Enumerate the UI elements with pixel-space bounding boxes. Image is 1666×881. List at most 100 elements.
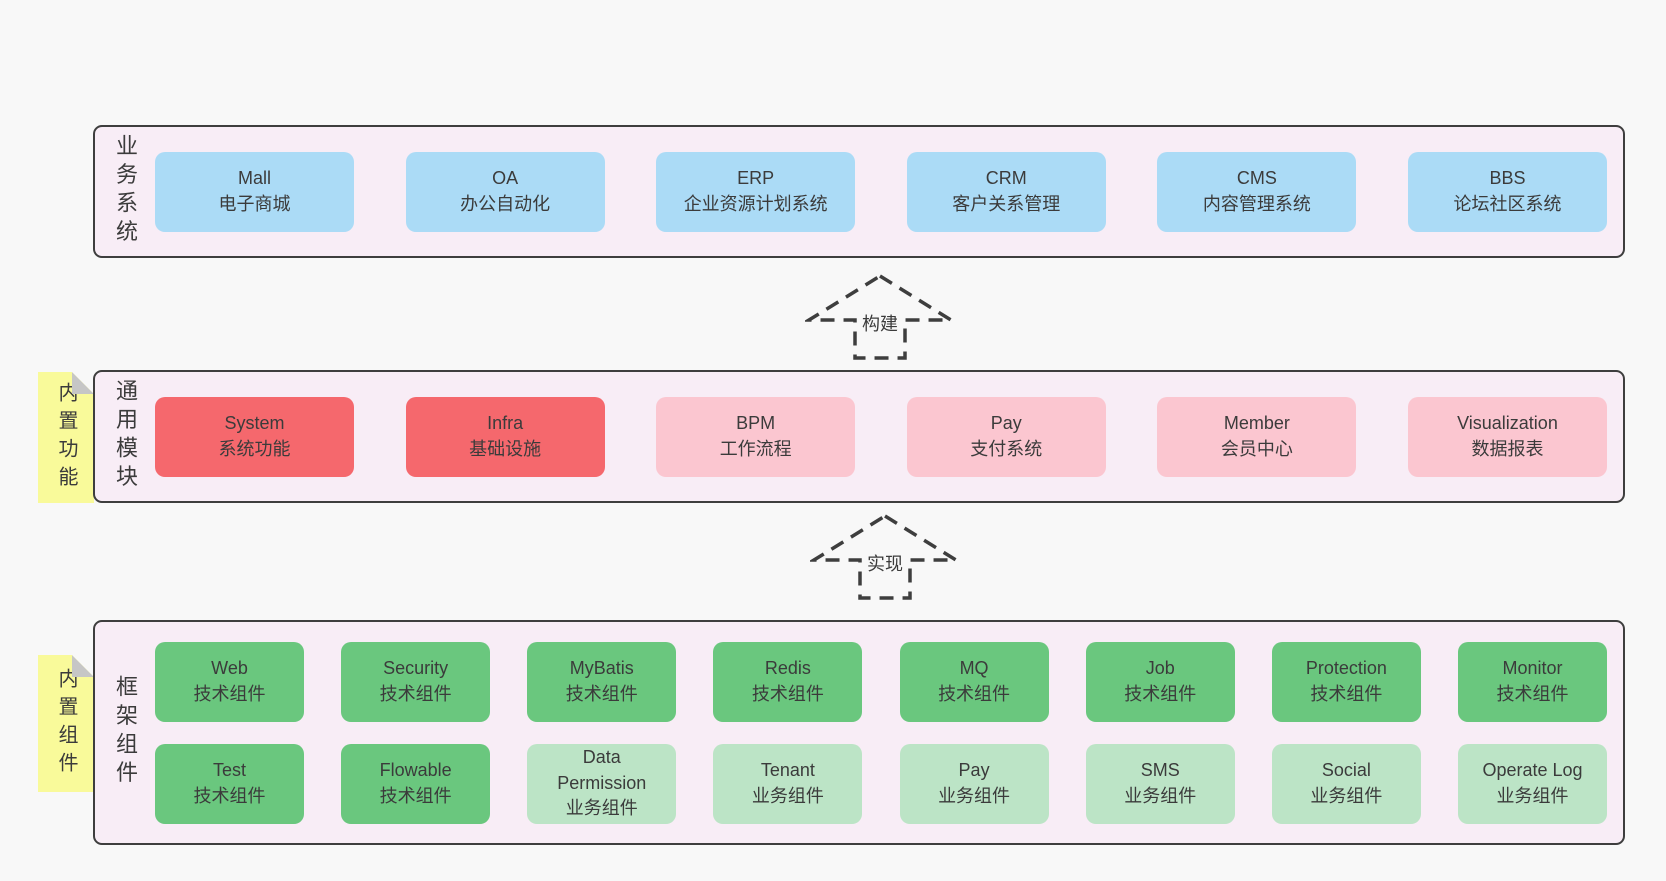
box-security: Security 技术组件 xyxy=(341,641,491,722)
box-name: MQ xyxy=(959,657,989,678)
box-name: Tenant xyxy=(760,759,815,780)
box-operate-log: Operate Log 业务组件 xyxy=(1457,743,1607,824)
box-subtitle: 技术组件 xyxy=(1124,683,1197,704)
tag-built-in-features: 内置功能 xyxy=(38,372,94,503)
box-name: Monitor xyxy=(1502,657,1563,678)
layer-label-framework-components: 框架组件 xyxy=(95,622,155,843)
box-bbs: BBS 论坛社区系统 xyxy=(1407,151,1607,232)
box-subtitle: 技术组件 xyxy=(379,683,452,704)
box-job: Job 技术组件 xyxy=(1085,641,1235,722)
box-pay-module: Pay 支付系统 xyxy=(906,396,1106,477)
arrow-implement: 实现 xyxy=(810,512,960,602)
box-web: Web 技术组件 xyxy=(155,641,304,722)
box-name: Redis xyxy=(764,657,811,678)
box-name: System xyxy=(224,412,285,433)
box-system: System 系统功能 xyxy=(155,396,354,477)
box-subtitle: 技术组件 xyxy=(751,683,824,704)
box-name: SMS xyxy=(1140,759,1180,780)
box-name: Pay xyxy=(990,412,1022,433)
dashed-up-arrow-icon xyxy=(805,273,955,360)
box-subtitle: 电子商城 xyxy=(218,193,291,214)
box-monitor: Monitor 技术组件 xyxy=(1457,641,1607,722)
layer-label-text: 框架组件 xyxy=(113,675,138,790)
box-name: BBS xyxy=(1489,167,1526,188)
tag-label: 内置功能 xyxy=(55,381,77,494)
arrow-build: 构建 xyxy=(805,272,955,362)
box-subtitle: 业务组件 xyxy=(1124,785,1197,806)
folded-corner-icon xyxy=(72,655,94,677)
box-name: Social xyxy=(1321,759,1371,780)
box-subtitle: 技术组件 xyxy=(938,683,1011,704)
box-subtitle: 会员中心 xyxy=(1220,438,1293,459)
arrow-label: 构建 xyxy=(859,310,901,336)
box-subtitle: 业务组件 xyxy=(938,785,1011,806)
box-tenant: Tenant 业务组件 xyxy=(713,743,863,824)
box-erp: ERP 企业资源计划系统 xyxy=(656,151,856,232)
box-subtitle: 技术组件 xyxy=(379,785,452,806)
box-name: Mall xyxy=(237,167,271,188)
box-name: Job xyxy=(1145,657,1175,678)
framework-components-boxes: Web 技术组件 Security 技术组件 MyBatis 技术组件 Redi… xyxy=(155,622,1623,843)
box-subtitle: 企业资源计划系统 xyxy=(683,193,828,214)
layer-label-text: 通用模块 xyxy=(113,379,138,494)
box-name: Test xyxy=(212,759,246,780)
tag-label: 内置组件 xyxy=(55,667,77,780)
box-flowable: Flowable 技术组件 xyxy=(341,743,491,824)
framework-row-1: Web 技术组件 Security 技术组件 MyBatis 技术组件 Redi… xyxy=(155,641,1607,722)
box-subtitle: 系统功能 xyxy=(218,438,291,459)
box-name: ERP xyxy=(737,167,775,188)
box-subtitle: 论坛社区系统 xyxy=(1453,193,1562,214)
box-infra: Infra 基础设施 xyxy=(405,396,605,477)
layer-label-common-modules: 通用模块 xyxy=(95,372,155,501)
box-subtitle: 业务组件 xyxy=(1310,785,1383,806)
box-name: Member xyxy=(1223,412,1290,433)
box-subtitle: 数据报表 xyxy=(1471,438,1544,459)
business-systems-boxes: Mall 电子商城 OA 办公自动化 ERP 企业资源计划系统 CRM 客户关系… xyxy=(155,127,1623,256)
box-test: Test 技术组件 xyxy=(155,743,304,824)
box-subtitle: 技术组件 xyxy=(193,785,266,806)
framework-row-2: Test 技术组件 Flowable 技术组件 Data Permission … xyxy=(155,743,1607,824)
box-name: Data Permission xyxy=(557,747,647,793)
box-name: Pay xyxy=(958,759,990,780)
folded-corner-icon xyxy=(72,372,94,394)
box-subtitle: 办公自动化 xyxy=(460,193,551,214)
box-subtitle: 客户关系管理 xyxy=(952,193,1061,214)
box-subtitle: 业务组件 xyxy=(751,785,824,806)
box-name: MyBatis xyxy=(569,657,634,678)
layer-business-systems: 业务系统 Mall 电子商城 OA 办公自动化 ERP 企业资源计划系统 CRM… xyxy=(93,125,1625,258)
box-pay-component: Pay 业务组件 xyxy=(899,743,1049,824)
box-subtitle: 技术组件 xyxy=(1496,683,1569,704)
box-protection: Protection 技术组件 xyxy=(1271,641,1421,722)
box-oa: OA 办公自动化 xyxy=(405,151,605,232)
box-subtitle: 基础设施 xyxy=(469,438,542,459)
box-name: OA xyxy=(492,167,519,188)
box-mall: Mall 电子商城 xyxy=(155,151,354,232)
layer-label-business-systems: 业务系统 xyxy=(95,127,155,256)
box-name: CRM xyxy=(985,167,1027,188)
box-name: BPM xyxy=(736,412,776,433)
box-subtitle: 业务组件 xyxy=(1496,785,1569,806)
box-name: CMS xyxy=(1236,167,1277,188)
box-name: Infra xyxy=(487,412,524,433)
box-subtitle: 技术组件 xyxy=(565,683,638,704)
box-subtitle: 技术组件 xyxy=(1310,683,1383,704)
box-subtitle: 支付系统 xyxy=(970,438,1043,459)
box-visualization: Visualization 数据报表 xyxy=(1407,396,1607,477)
arrow-label: 实现 xyxy=(864,550,906,576)
box-data-permission: Data Permission 业务组件 xyxy=(527,743,677,824)
box-subtitle: 内容管理系统 xyxy=(1202,193,1311,214)
box-name: Web xyxy=(211,657,248,678)
common-modules-boxes: System 系统功能 Infra 基础设施 BPM 工作流程 Pay 支付系统… xyxy=(155,372,1623,501)
tag-built-in-components: 内置组件 xyxy=(38,655,94,792)
box-redis: Redis 技术组件 xyxy=(713,641,863,722)
box-sms: SMS 业务组件 xyxy=(1085,743,1235,824)
box-social: Social 业务组件 xyxy=(1271,743,1421,824)
box-name: Protection xyxy=(1305,657,1387,678)
layer-framework-components: 框架组件 Web 技术组件 Security 技术组件 MyBatis 技术组件… xyxy=(93,620,1625,845)
dashed-up-arrow-icon xyxy=(810,513,960,600)
box-crm: CRM 客户关系管理 xyxy=(906,151,1106,232)
box-cms: CMS 内容管理系统 xyxy=(1157,151,1357,232)
box-name: Flowable xyxy=(379,759,452,780)
box-member: Member 会员中心 xyxy=(1157,396,1357,477)
